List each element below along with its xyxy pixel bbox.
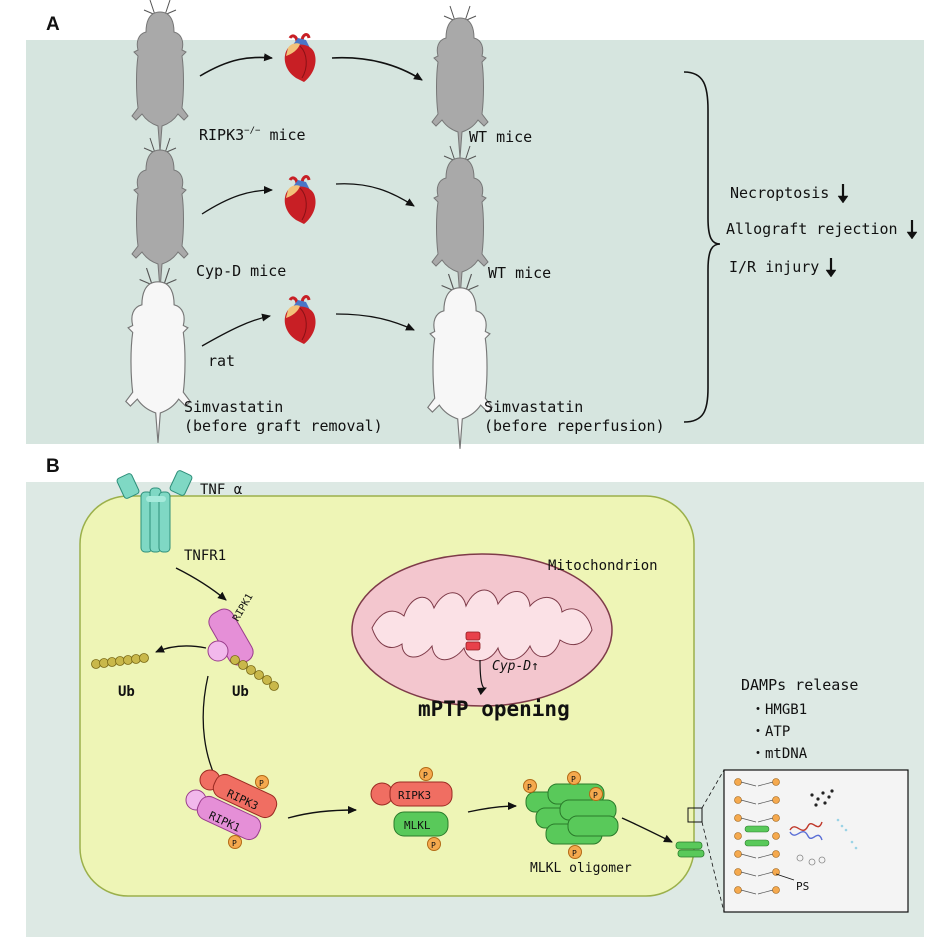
down-arrow-icons [825,184,918,278]
cypd-label: Cyp-D↑ [492,659,539,674]
damps-item-atp: ・ATP [751,724,790,740]
arrow-tnfr1-to-ripk1 [175,567,227,601]
phospho-label-4: P [431,841,436,850]
ps-label: PS [796,880,809,893]
phospho-label-2: P [232,839,237,848]
phospho-label-6: P [593,791,598,800]
arrow-oligomer-to-membrane [621,817,673,843]
phospho-label-1: P [259,779,264,788]
arrow-necrosome-to-mlkl [287,806,357,819]
arrow-heart-to-recipient-2 [335,183,415,207]
phospho-label-7: P [527,783,532,792]
ub-right-label: Ub [232,684,249,700]
ripk1-ripk3-necrosome [185,769,278,841]
wt-mice-label-1: WT mice [469,128,532,146]
arrow-donor-to-heart-3 [201,313,271,347]
damps-item-hmgb1: ・HMGB1 [751,702,807,718]
mptp-opening-label: mPTP opening [418,697,570,721]
before-reperfusion-label: (before reperfusion) [484,417,665,435]
damps-item-mtdna: ・mtDNA [751,746,808,762]
zoom-line-top [701,769,725,809]
phospho-label-5: P [571,775,576,784]
simvastatin-recipient-label: Simvastatin [484,398,583,416]
outcome-allograft-rejection: Allograft rejection [726,220,898,238]
free-ubiquitin-chain [91,653,149,669]
tnf-alpha-ligand [116,470,193,499]
tnfr1-label: TNFR1 [184,548,226,564]
membrane-inset [723,769,909,913]
outcome-brace [683,71,721,423]
ripk1-ubiquitinated-complex [207,608,279,691]
arrow-deubiquitination [155,645,207,653]
phospho-label-8: P [572,849,577,858]
outcome-necroptosis: Necroptosis [730,184,829,202]
before-graft-removal-label: (before graft removal) [184,417,383,435]
membrane-zoom-box [687,807,703,823]
mptp-pore [465,631,481,651]
ripk3-label: RIPK3 [398,789,431,802]
membrane-mlkl-pore [675,841,705,858]
zoom-line-bottom [701,821,725,913]
panel-a-letter: A [46,14,60,35]
rat-label: rat [208,352,235,370]
arrow-heart-to-recipient-3 [335,313,415,331]
panel-b-letter: B [46,456,60,477]
tnf-alpha-label: TNF α [200,482,243,498]
tnfr1-receptor [140,487,171,553]
outcome-ir-injury: I/R injury [729,258,819,276]
ripk3-mice-label: RIPK3−/− mice [199,126,306,144]
mitochondrion-label: Mitochondrion [548,558,658,574]
simvastatin-donor-label: Simvastatin [184,398,283,416]
cypd-mice-label: Cyp-D mice [196,262,286,280]
arrow-mlkl-to-oligomer [467,802,517,813]
mlkl-label: MLKL [404,819,431,832]
mitochondrion [351,553,613,707]
ub-left-label: Ub [118,684,135,700]
wt-mice-label-2: WT mice [488,264,551,282]
damps-release-title: DAMPs release [741,676,858,694]
mlkl-oligomer [525,783,619,845]
ripk3-mlkl-complex [370,781,453,837]
arrow-to-mptp-opening [477,659,487,696]
arrow-donor-to-heart-2 [201,186,273,215]
phospho-label-3: P [423,771,428,780]
arrow-heart-to-recipient-1 [331,56,423,81]
mlkl-oligomer-label: MLKL oligomer [530,861,632,876]
arrow-donor-to-heart-1 [199,53,273,77]
